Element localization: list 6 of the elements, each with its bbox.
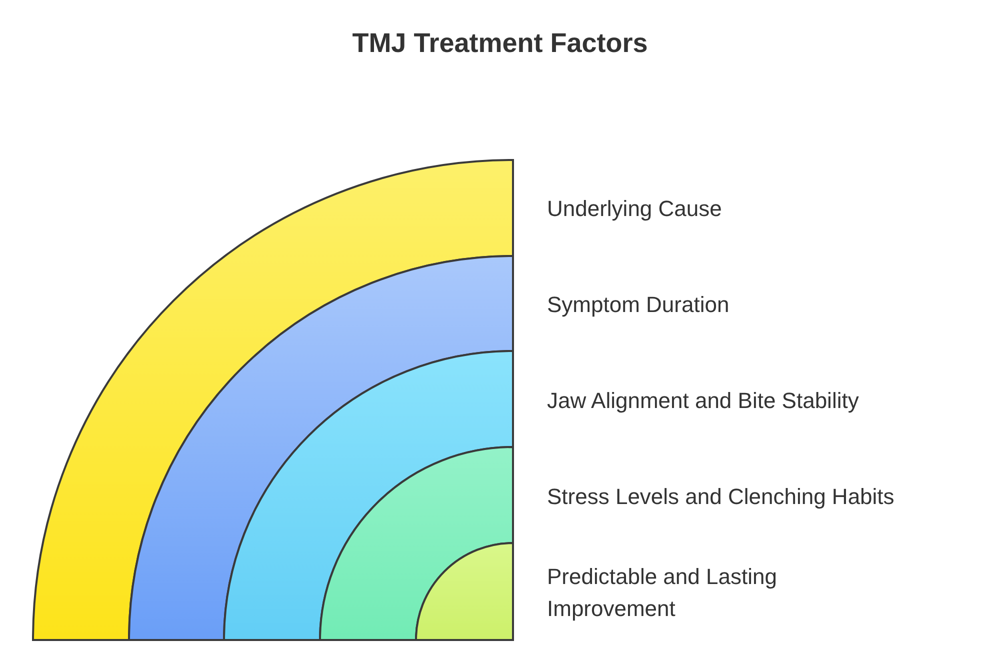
diagram-title: TMJ Treatment Factors: [351, 28, 649, 59]
band-label: Underlying Cause: [547, 195, 723, 223]
band-label: Jaw Alignment and Bite Stability: [547, 387, 860, 415]
band-label: Stress Levels and Clenching Habits: [547, 483, 896, 511]
band-label: Symptom Duration: [547, 291, 730, 319]
band-label: Predictable and Lasting Improvement: [547, 563, 778, 623]
